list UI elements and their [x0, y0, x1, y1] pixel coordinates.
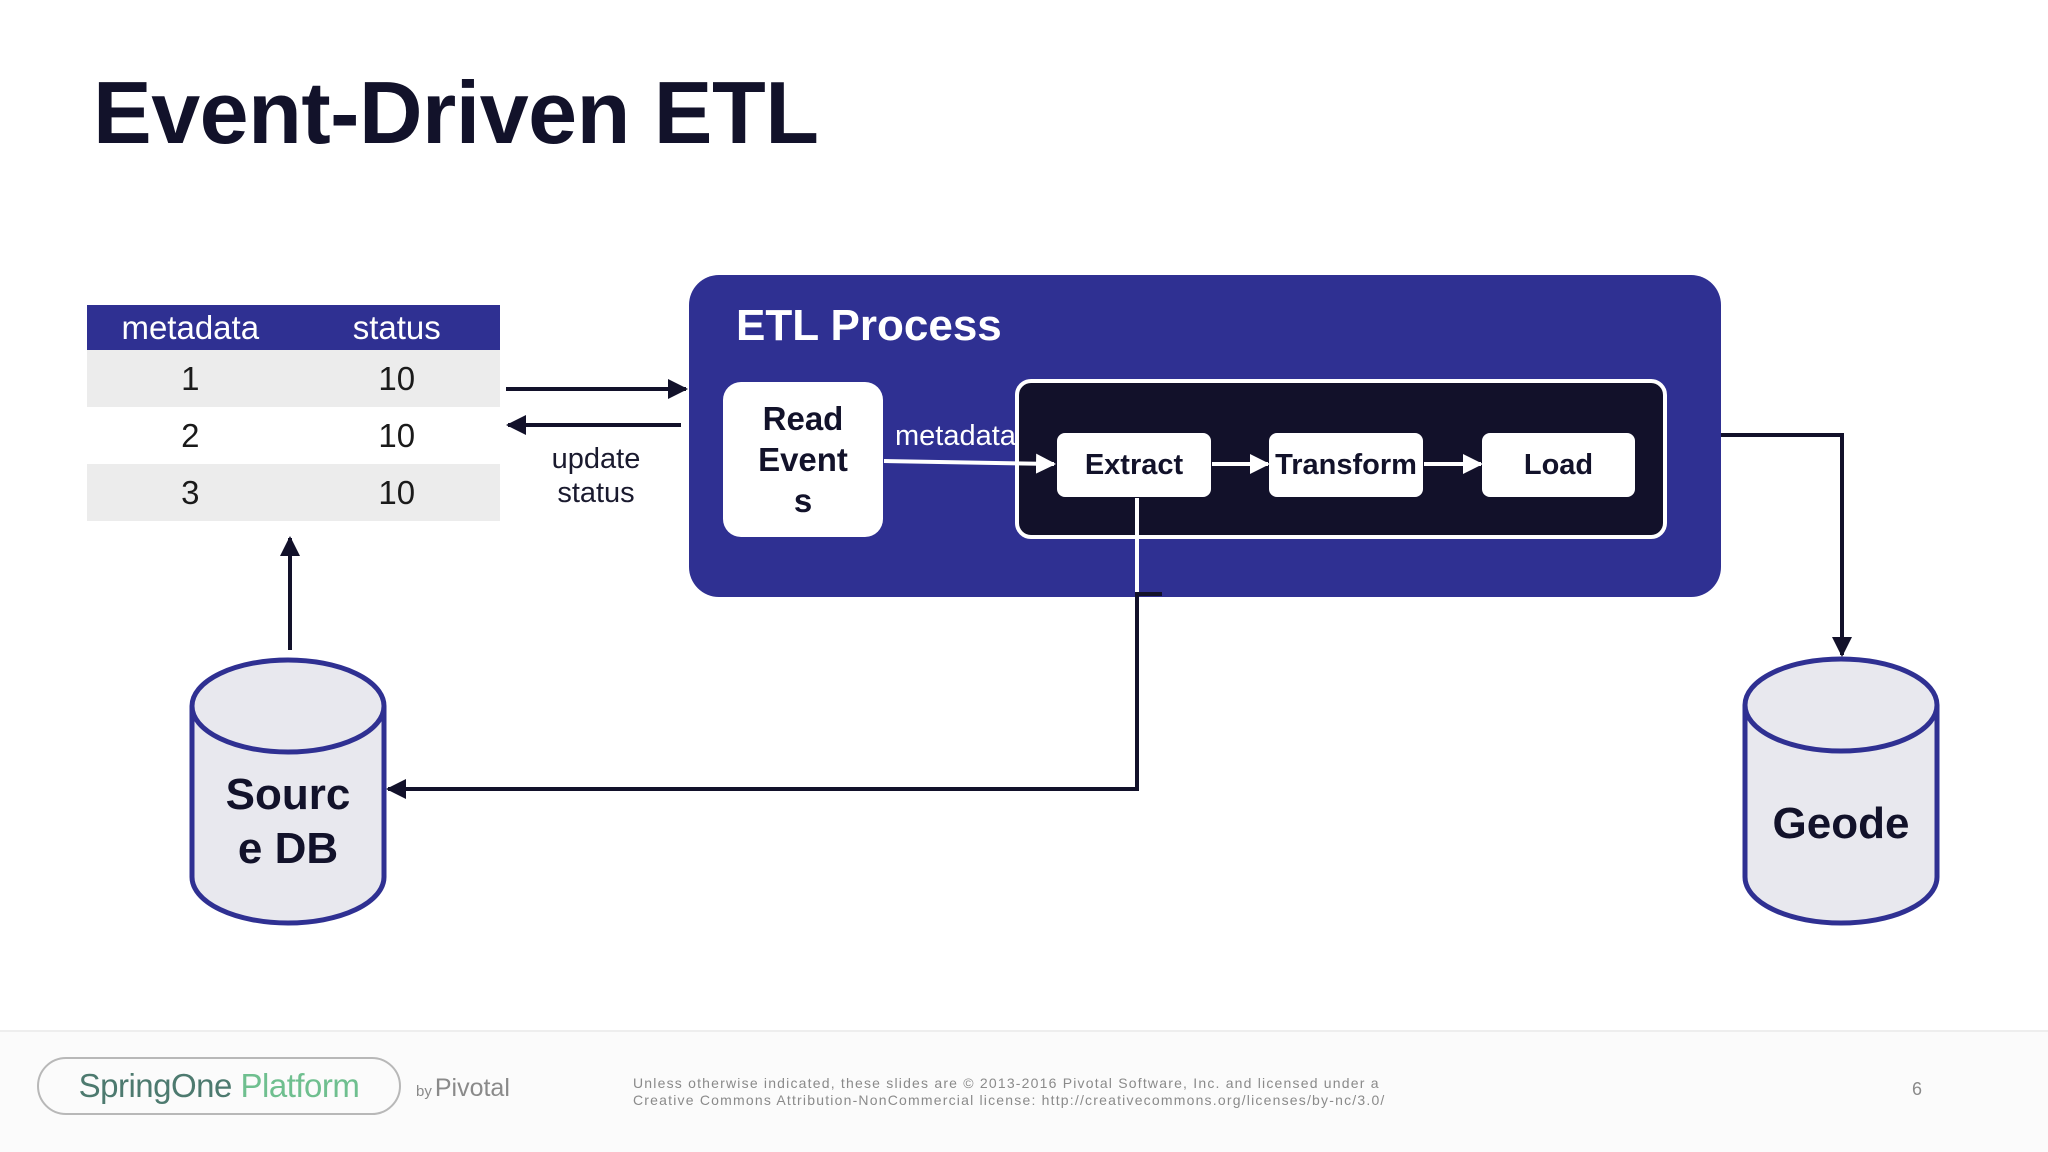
- table-row: 3 10: [87, 464, 500, 521]
- table-cell-metadata: 1: [181, 359, 200, 397]
- page-number: 6: [1912, 1079, 1923, 1099]
- table-cell-metadata: 2: [181, 416, 200, 454]
- by-text: by: [416, 1083, 432, 1100]
- table-cell-status: 10: [378, 416, 416, 454]
- table-cell-status: 10: [378, 359, 416, 397]
- logo-text: SpringOne Platform: [79, 1067, 360, 1105]
- transform-step: Transform: [1269, 433, 1423, 497]
- arrow-etl-to-geode: [1721, 433, 1852, 657]
- pivotal-text: Pivotal: [434, 1074, 510, 1102]
- table-cell-status: 10: [378, 473, 416, 511]
- slide-title: Event-Driven ETL: [93, 63, 819, 162]
- springone-platform-logo: SpringOne Platform: [37, 1057, 401, 1115]
- geode-cylinder: [1742, 656, 1940, 926]
- extract-step: Extract: [1057, 433, 1211, 497]
- arrow-extract-to-source: [386, 592, 1162, 799]
- metadata-table: metadata status 1 10 2 10 3 10: [87, 305, 500, 521]
- footer-divider: [0, 1030, 2048, 1032]
- read-events-label: Read Events: [758, 400, 848, 519]
- table-row: 1 10: [87, 350, 500, 407]
- table-row: 2 10: [87, 407, 500, 464]
- geode-label: Geode: [1772, 799, 1910, 848]
- etl-process-container: ETL Process Read Events Extract Transfor…: [689, 275, 1721, 597]
- license-line-2: Creative Commons Attribution-NonCommerci…: [633, 1092, 1386, 1108]
- column-header-status: status: [352, 308, 441, 346]
- metadata-flow-label: metadata: [895, 420, 1016, 452]
- update-status-line1: update: [551, 443, 641, 475]
- footer-background: [0, 1032, 2048, 1152]
- license-notice: Unless otherwise indicated, these slides…: [633, 1075, 1493, 1109]
- column-header-metadata: metadata: [121, 308, 260, 346]
- license-line-1: Unless otherwise indicated, these slides…: [633, 1075, 1380, 1091]
- read-events-box: Read Events: [723, 382, 883, 537]
- update-status-line2: status: [557, 477, 635, 509]
- table-cell-metadata: 3: [181, 473, 200, 511]
- source-db-label: Source DB: [225, 770, 351, 873]
- etl-process-title: ETL Process: [736, 301, 1002, 350]
- etl-pipeline-box: Extract Transform Load: [1015, 379, 1667, 539]
- logo-springone: SpringOne: [78, 1067, 233, 1104]
- load-step: Load: [1482, 433, 1635, 497]
- update-status-label: update status: [540, 442, 652, 510]
- table-header: metadata status: [87, 305, 500, 350]
- logo-platform: Platform: [231, 1067, 360, 1104]
